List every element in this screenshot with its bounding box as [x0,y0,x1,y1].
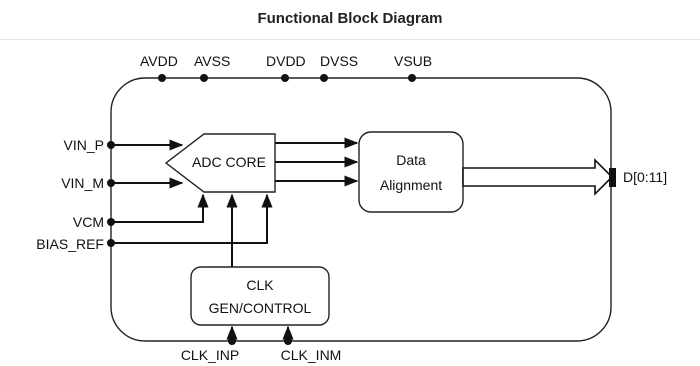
data-alignment-label-line2: Alignment [380,177,442,193]
pin-label-dvss: DVSS [320,53,358,69]
title-bar: Functional Block Diagram [0,0,700,40]
pin-label-vin-m: VIN_M [61,175,104,191]
adc-core-label: ADC CORE [192,154,266,170]
pin-label-dvdd: DVDD [266,53,306,69]
chip-outline [110,77,612,342]
adc-input-wires [111,139,273,267]
pin-marker-d-bus [609,168,616,187]
pin-dot-avss [200,74,208,82]
diagram-title: Functional Block Diagram [257,10,443,27]
pin-label-vcm: VCM [73,214,104,230]
pin-label-clk-inp: CLK_INP [181,347,239,363]
pin-dot-avdd [158,74,166,82]
pin-dot-clk-inp [228,337,236,345]
adc-core-block [164,133,276,193]
pin-label-avss: AVSS [194,53,230,69]
top-pins: AVDD AVSS DVDD DVSS VSUB [140,53,432,82]
clk-gen-block [190,266,330,326]
pin-dot-vsub [408,74,416,82]
pin-label-d-bus: D[0:11] [623,169,667,185]
clk-gen-label-line1: CLK [246,277,274,293]
pin-dot-dvss [320,74,328,82]
pin-dot-clk-inm [284,337,292,345]
pin-label-avdd: AVDD [140,53,178,69]
output-bus-arrow [462,158,614,196]
pin-dot-dvdd [281,74,289,82]
pin-label-vsub: VSUB [394,53,432,69]
pin-label-clk-inm: CLK_INM [281,347,342,363]
pin-label-bias-ref: BIAS_REF [36,236,104,252]
bottom-pins: CLK_INP CLK_INM [181,325,342,363]
adc-to-alignment-wires [275,137,359,187]
left-pins: VIN_P VIN_M VCM BIAS_REF [36,137,115,252]
data-alignment-block [358,131,464,213]
data-alignment-label-line1: Data [396,152,426,168]
pin-label-vin-p: VIN_P [64,137,104,153]
clk-gen-label-line2: GEN/CONTROL [209,300,312,316]
